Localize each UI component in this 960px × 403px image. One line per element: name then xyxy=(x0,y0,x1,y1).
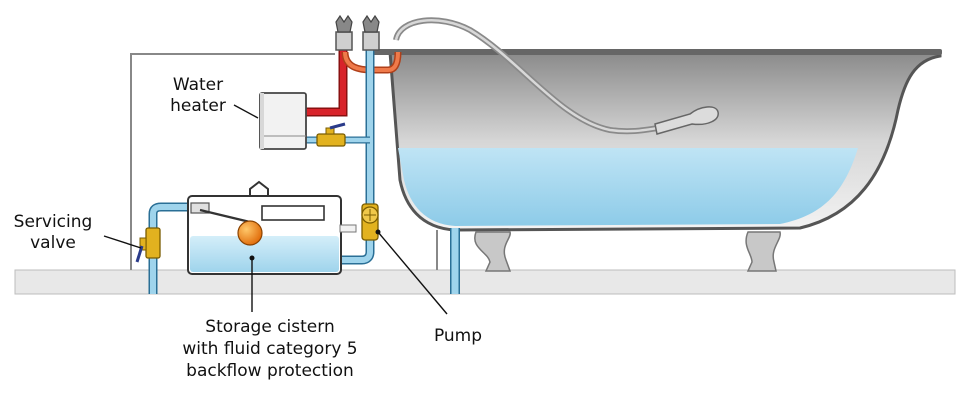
label-water-heater-line1: Water xyxy=(172,75,224,95)
tap-handle-icon xyxy=(362,14,380,33)
label-servicing-valve-line1: Servicing xyxy=(13,212,93,232)
label-pump: Pump xyxy=(433,326,483,346)
leader-lines xyxy=(103,104,448,315)
float-ball-icon xyxy=(237,220,263,246)
label-storage-cistern: Storage cistern with fluid category 5 ba… xyxy=(170,316,370,382)
hot-water-pipe xyxy=(305,50,348,117)
up-arrow-icon xyxy=(249,180,269,195)
bath-foot-right xyxy=(745,231,781,272)
label-water-heater-line2: heater xyxy=(170,96,226,116)
servicing-valve xyxy=(135,227,161,263)
bath-rim xyxy=(372,49,942,55)
hot-tap xyxy=(335,14,353,51)
floor xyxy=(14,269,956,295)
leader-dot xyxy=(375,229,381,235)
cistern-lid-vent xyxy=(261,205,325,221)
water-heater xyxy=(259,92,307,150)
label-storage-cistern-line2: with fluid category 5 xyxy=(182,339,358,359)
bath-foot-left xyxy=(474,231,512,272)
bath-water xyxy=(398,148,858,226)
label-servicing-valve-line2: valve xyxy=(30,233,76,253)
bath-tub xyxy=(372,49,942,272)
label-servicing-valve: Servicing valve xyxy=(2,212,104,254)
cistern-water xyxy=(190,236,339,272)
pump-icon xyxy=(361,203,379,241)
leader-dot xyxy=(249,255,255,261)
storage-cistern xyxy=(187,195,357,275)
valve-icon xyxy=(316,122,346,147)
label-water-heater: Water heater xyxy=(162,75,234,117)
label-storage-cistern-line1: Storage cistern xyxy=(205,317,335,337)
shower-head-icon xyxy=(654,106,719,135)
wall-outline xyxy=(130,53,335,270)
cold-tap xyxy=(362,14,380,51)
tap-handle-icon xyxy=(335,14,353,33)
label-storage-cistern-line3: backflow protection xyxy=(186,361,354,381)
